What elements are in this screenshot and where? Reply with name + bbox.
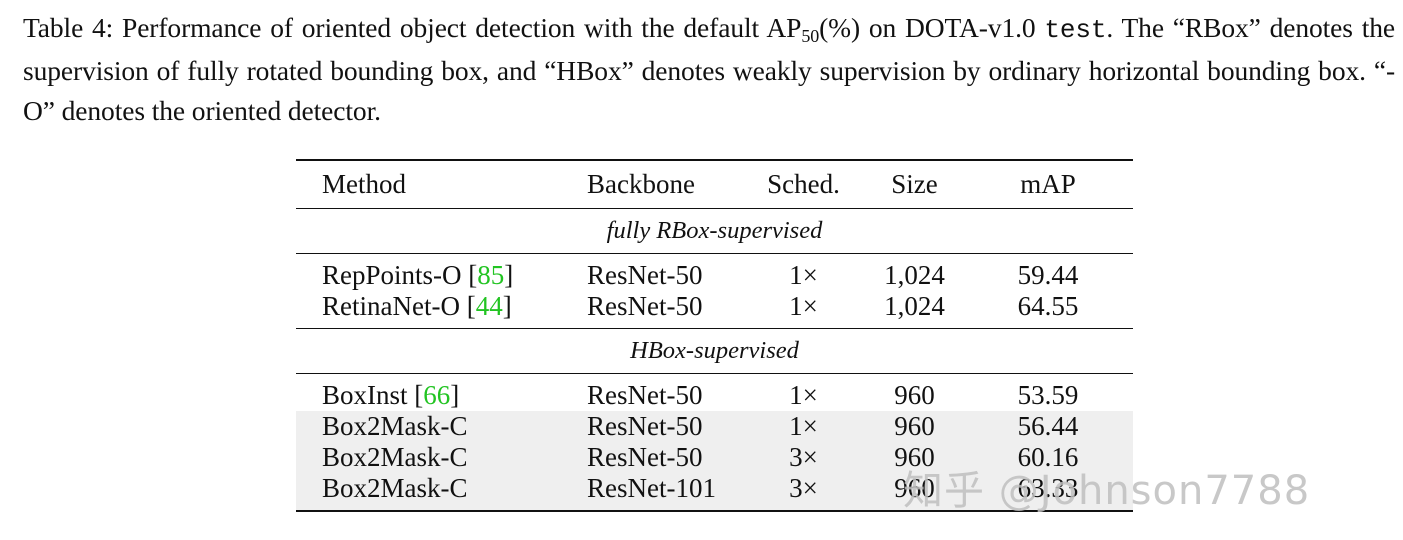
- citation-link[interactable]: 44: [475, 291, 503, 321]
- header-sched: Sched.: [767, 169, 840, 199]
- cell-size: 960: [858, 442, 971, 473]
- results-table: Method Backbone Sched. Size mAP fully RB…: [296, 159, 1133, 512]
- watermark: 知乎 @Johnson7788: [903, 468, 1311, 514]
- cell-map: 60.16: [971, 442, 1133, 473]
- cell-backbone: ResNet-50: [587, 260, 703, 290]
- table-row: RepPoints-O [85] ResNet-50 1× 1,024 59.4…: [296, 253, 1133, 292]
- table-row: BoxInst [66] ResNet-50 1× 960 53.59: [296, 373, 1133, 412]
- section-row-rbox: fully RBox-supervised: [296, 208, 1133, 254]
- table-row: Box2Mask-C ResNet-101 3× 960 63.33: [296, 473, 1133, 511]
- header-size: Size: [891, 169, 938, 199]
- cell-sched: 3×: [749, 442, 858, 473]
- section-title: HBox-supervised: [630, 337, 799, 364]
- caption-subscript: 50: [801, 26, 820, 46]
- cell-sched: 1×: [789, 260, 818, 290]
- cell-size: 960: [894, 380, 935, 410]
- cell-map: 59.44: [1017, 260, 1079, 290]
- cell-sched: 1×: [789, 291, 818, 321]
- cell-sched: 1×: [749, 411, 858, 442]
- cell-map: 53.59: [1017, 380, 1079, 410]
- cell-backbone: ResNet-101: [587, 473, 749, 511]
- cell-backbone: ResNet-50: [587, 411, 749, 442]
- cell-method: RepPoints-O [85]: [322, 260, 514, 290]
- cell-backbone: ResNet-50: [587, 380, 703, 410]
- table-caption: Table 4: Performance of oriented object …: [23, 8, 1395, 132]
- cell-method: Box2Mask-C: [296, 411, 587, 442]
- cell-size: 1,024: [884, 260, 945, 290]
- cell-size: 960: [858, 411, 971, 442]
- caption-mid: (%) on DOTA-v1.0: [819, 12, 1045, 43]
- citation-link[interactable]: 66: [423, 380, 451, 410]
- section-title: fully RBox-supervised: [606, 217, 823, 244]
- cell-size: 1,024: [884, 291, 945, 321]
- table-header-row: Method Backbone Sched. Size mAP: [296, 160, 1133, 209]
- cell-method: Box2Mask-C: [296, 442, 587, 473]
- section-row-hbox: HBox-supervised: [296, 328, 1133, 374]
- table-row: Box2Mask-C ResNet-50 3× 960 60.16: [296, 442, 1133, 473]
- caption-tail: . The “RBox” denotes the supervision of …: [23, 12, 1395, 126]
- caption-code: test: [1044, 15, 1107, 45]
- table-row: RetinaNet-O [44] ResNet-50 1× 1,024 64.5…: [296, 291, 1133, 329]
- cell-sched: 3×: [749, 473, 858, 511]
- cell-sched: 1×: [789, 380, 818, 410]
- table-row: Box2Mask-C ResNet-50 1× 960 56.44: [296, 411, 1133, 442]
- header-map: mAP: [1020, 169, 1076, 199]
- cell-backbone: ResNet-50: [587, 291, 703, 321]
- cell-method: Box2Mask-C: [296, 473, 587, 511]
- header-method: Method: [322, 169, 406, 199]
- cell-map: 64.55: [1017, 291, 1079, 321]
- cell-method: BoxInst [66]: [322, 380, 460, 410]
- cell-method: RetinaNet-O [44]: [322, 291, 512, 321]
- citation-link[interactable]: 85: [477, 260, 505, 290]
- cell-size: 960: [858, 473, 971, 511]
- cell-backbone: ResNet-50: [587, 442, 749, 473]
- cell-map: 63.33: [971, 473, 1133, 511]
- cell-map: 56.44: [971, 411, 1133, 442]
- header-backbone: Backbone: [587, 169, 695, 199]
- caption-lead: Table 4: Performance of oriented object …: [23, 12, 802, 43]
